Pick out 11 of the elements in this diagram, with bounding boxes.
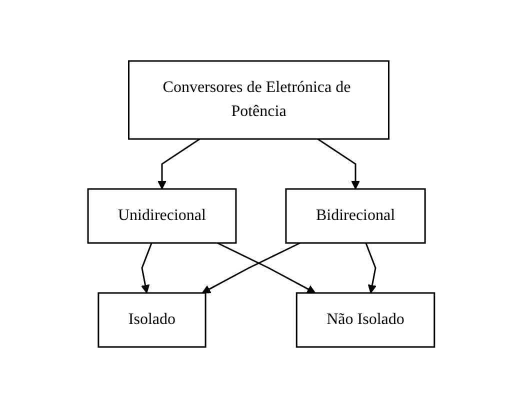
node-box: Unidirecional	[88, 188, 238, 244]
arrow	[217, 242, 316, 293]
node-box: Bidirecional	[286, 188, 426, 244]
arrow	[365, 242, 377, 293]
arrow	[141, 242, 153, 293]
node-box: Isolado	[98, 292, 207, 348]
node-box: Não Isolado	[296, 292, 436, 348]
arrow	[318, 138, 360, 189]
arrow	[202, 242, 301, 293]
arrow	[158, 138, 200, 189]
node-box: Conversores de Eletrónica de Potência	[128, 60, 390, 140]
